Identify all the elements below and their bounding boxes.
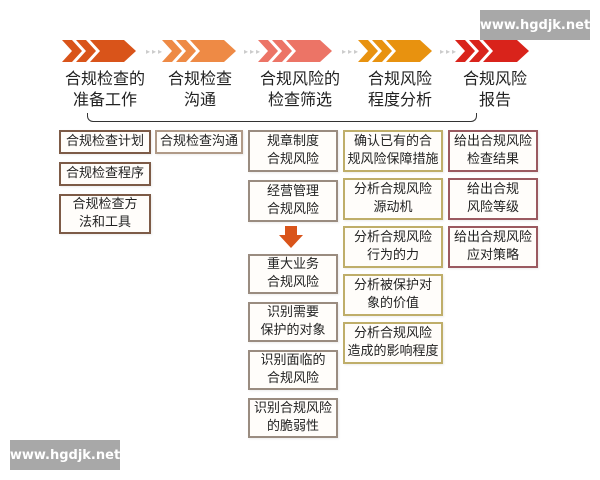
box-response-strategy: 给出合规风险 应对策略	[448, 226, 538, 268]
watermark-top: www.hgdjk.net	[480, 10, 590, 40]
box-inspection-communication: 合规检查沟通	[155, 130, 243, 154]
stage-5-arrow-icon	[455, 40, 533, 62]
stage-title-communication: 合规检查 沟通	[167, 69, 232, 109]
stage-title-prep: 合规检查的 准备工作	[64, 69, 145, 109]
box-operations-risk: 经营管理 合规风险	[248, 180, 338, 222]
box-analyze-risk-motive: 分析合规风险 源动机	[343, 178, 443, 220]
box-identify-protected-objects: 识别需要 保护的对象	[248, 302, 338, 342]
connector-dots: ▸▸▸	[440, 47, 459, 56]
box-analyze-risk-force: 分析合规风险 行为的力	[343, 226, 443, 268]
stage-2-arrow-icon	[162, 40, 240, 62]
stage-title-analysis: 合规风险 程度分析	[367, 69, 432, 109]
box-risk-level: 给出合规 风险等级	[448, 178, 538, 220]
box-analyze-protected-value: 分析被保护对 象的价值	[343, 274, 443, 316]
connector-dots: ▸▸▸	[244, 47, 263, 56]
box-confirm-safeguards: 确认已有的合 规风险保障措施	[343, 130, 443, 172]
box-identify-faced-risks: 识别面临的 合规风险	[248, 350, 338, 390]
stage-title-report: 合规风险 报告	[462, 69, 527, 109]
stage-1-arrow-icon	[62, 40, 140, 62]
watermark-bottom: www.hgdjk.net	[10, 440, 120, 470]
box-analyze-impact-degree: 分析合规风险 造成的影响程度	[343, 322, 443, 364]
box-inspection-plan: 合规检查计划	[59, 130, 151, 154]
box-major-business-risk: 重大业务 合规风险	[248, 254, 338, 294]
stage-title-screening: 合规风险的 检查筛选	[259, 69, 340, 109]
box-inspection-results: 给出合规风险 检查结果	[448, 130, 538, 172]
stage-3-arrow-icon	[258, 40, 336, 62]
stage-4-arrow-icon	[358, 40, 436, 62]
box-regulation-risk: 规章制度 合规风险	[248, 130, 338, 172]
box-inspection-procedure: 合规检查程序	[59, 162, 151, 186]
box-inspection-methods-tools: 合规检查方 法和工具	[59, 194, 151, 234]
box-identify-vulnerability: 识别合规风险 的脆弱性	[248, 398, 338, 438]
connector-dots: ▸▸▸	[146, 47, 165, 56]
grouping-bracket	[87, 113, 477, 122]
connector-dots: ▸▸▸	[342, 47, 361, 56]
down-arrow-icon	[279, 226, 303, 252]
